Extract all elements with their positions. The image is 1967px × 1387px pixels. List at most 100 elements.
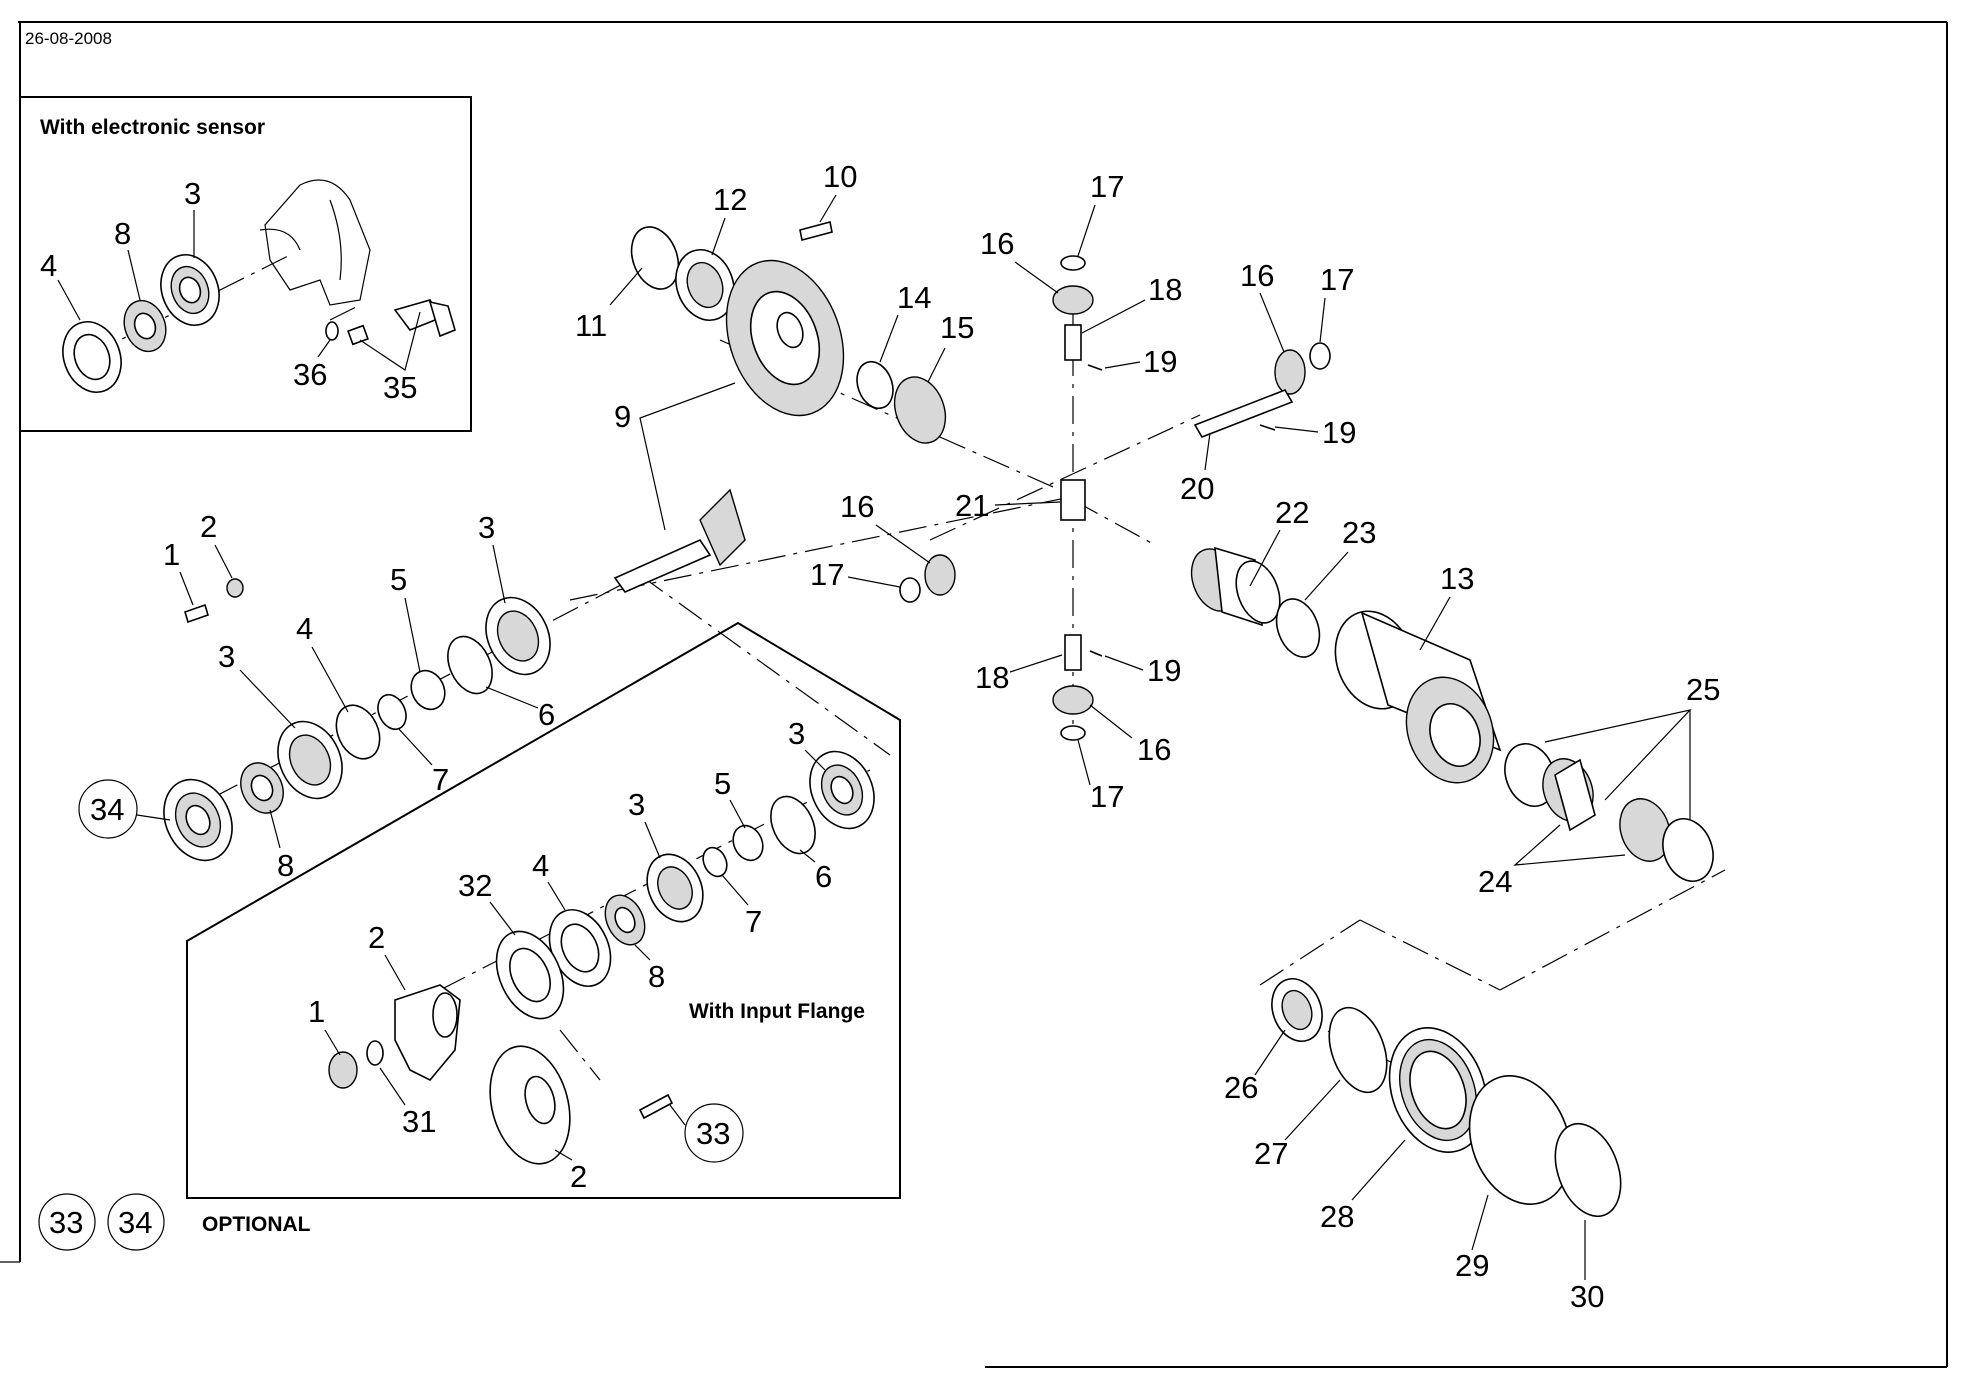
callout-13: 13: [1440, 561, 1474, 596]
pinion-shaft: [613, 538, 712, 593]
clutch-spring: [1554, 758, 1596, 832]
nut: [226, 578, 244, 598]
companion-flange-bore: [524, 1075, 556, 1125]
leader-line: [1077, 204, 1096, 257]
callout-16: 16: [980, 226, 1014, 261]
inset-electronic-sensor: With electronic sensor 4 8 3 36 35: [19, 96, 472, 432]
leader-line: [927, 347, 946, 383]
leader-line: [729, 799, 746, 829]
callout-19: 19: [1147, 653, 1181, 688]
inset-flange-frame: [186, 621, 901, 1199]
optional-33: 33: [49, 1205, 83, 1240]
stud: [184, 603, 209, 624]
leader-line: [359, 311, 421, 371]
flange-nut: [328, 1051, 358, 1089]
leader-line: [1319, 297, 1326, 343]
yoke-hub: [432, 992, 458, 1038]
leader-line: [669, 1104, 686, 1126]
leader-line: [644, 821, 661, 859]
leader-line: [317, 339, 331, 358]
optional-34: 34: [118, 1205, 152, 1240]
leader-line: [1274, 426, 1319, 433]
callout-18: 18: [975, 660, 1009, 695]
callout-circle-34: [78, 779, 138, 839]
leader-line: [485, 686, 539, 709]
callout-5: 5: [714, 766, 731, 801]
main-axis: [569, 494, 1081, 601]
callout-1: 1: [163, 537, 180, 572]
callout-34: 34: [90, 792, 124, 827]
lock-coupling-end: [1235, 560, 1281, 624]
leader-line: [1513, 824, 1626, 866]
callout-33: 33: [696, 1116, 730, 1151]
callout-2: 2: [570, 1159, 587, 1194]
leader-line: [214, 544, 233, 579]
leader-line: [269, 809, 281, 849]
callout-8: 8: [277, 848, 294, 883]
leader-line: [324, 1029, 341, 1056]
callout-8: 8: [114, 216, 131, 251]
callout-32: 32: [458, 868, 492, 903]
leader-line: [1419, 596, 1451, 651]
ring-gear-bolt: [799, 221, 833, 241]
bearing-rollers: [288, 734, 332, 786]
callout-2: 2: [200, 509, 217, 544]
optional-bearing-bore: [185, 804, 211, 836]
optional-circle-33: [38, 1193, 96, 1251]
spider-gear: [1052, 685, 1094, 715]
inset-sensor-title: With electronic sensor: [40, 116, 265, 139]
snap-ring: [377, 693, 407, 731]
spider-gear: [924, 554, 956, 596]
leader-line: [879, 314, 899, 363]
drawing-frame: [0, 21, 1948, 1368]
dust-cover-inner: [509, 947, 551, 1003]
callout-6: 6: [538, 697, 555, 732]
leader-line: [1104, 655, 1144, 671]
callout-17: 17: [1090, 169, 1124, 204]
leader-line: [1351, 1139, 1406, 1201]
callout-16: 16: [1137, 732, 1171, 767]
leader-line: [1259, 292, 1285, 353]
callout-17: 17: [810, 557, 844, 592]
callout-4: 4: [532, 848, 549, 883]
leader-line: [1089, 704, 1133, 739]
leader-line: [639, 382, 736, 531]
bearing-axis-connector: [1259, 919, 1361, 986]
date-stamp: 26-08-2008: [25, 29, 112, 48]
callout-16: 16: [1240, 258, 1274, 293]
callout-8: 8: [648, 959, 665, 994]
diff-cross-axis-2: [1072, 499, 1156, 546]
leader-line: [57, 279, 81, 321]
diff-lock-group: 22 23 13 25 24: [1190, 495, 1720, 899]
pinion-ring-gear-group: 10 11 12 14 15 9: [569, 159, 1081, 601]
snap-ring: [1328, 1006, 1388, 1094]
leader-line: [1104, 361, 1141, 369]
input-axis: [169, 574, 641, 821]
input-shaft-group: 1 2 3 3 4 5 6 7 8 34: [78, 509, 891, 883]
callout-14: 14: [897, 280, 931, 315]
seal-ring-inner: [73, 333, 111, 381]
leader-line: [711, 217, 726, 256]
thrust-washer: [899, 577, 921, 603]
bearing-rollers: [657, 866, 693, 910]
slotted-nut-bore: [133, 312, 157, 340]
leader-line: [634, 944, 651, 961]
leader-line: [1204, 432, 1211, 471]
callout-22: 22: [1275, 495, 1309, 530]
large-shim-ring: [1468, 1075, 1572, 1205]
seal-ring-inner: [560, 923, 600, 973]
seal-carrier-inner: [1281, 989, 1313, 1031]
leader-line: [1249, 529, 1281, 587]
inset-input-flange: With Input Flange: [186, 621, 901, 1199]
leader-line: [127, 249, 141, 301]
callout-35: 35: [383, 370, 417, 405]
leader-line: [721, 874, 749, 906]
callout-18: 18: [1148, 272, 1182, 307]
thrust-washer: [1060, 255, 1086, 271]
leader-line: [799, 849, 816, 863]
optional-circle-34: [107, 1193, 165, 1251]
input-axis-return: [639, 574, 891, 756]
diff-shaft: [1193, 389, 1294, 438]
leader-line: [804, 749, 826, 771]
callout-16: 16: [840, 489, 874, 524]
